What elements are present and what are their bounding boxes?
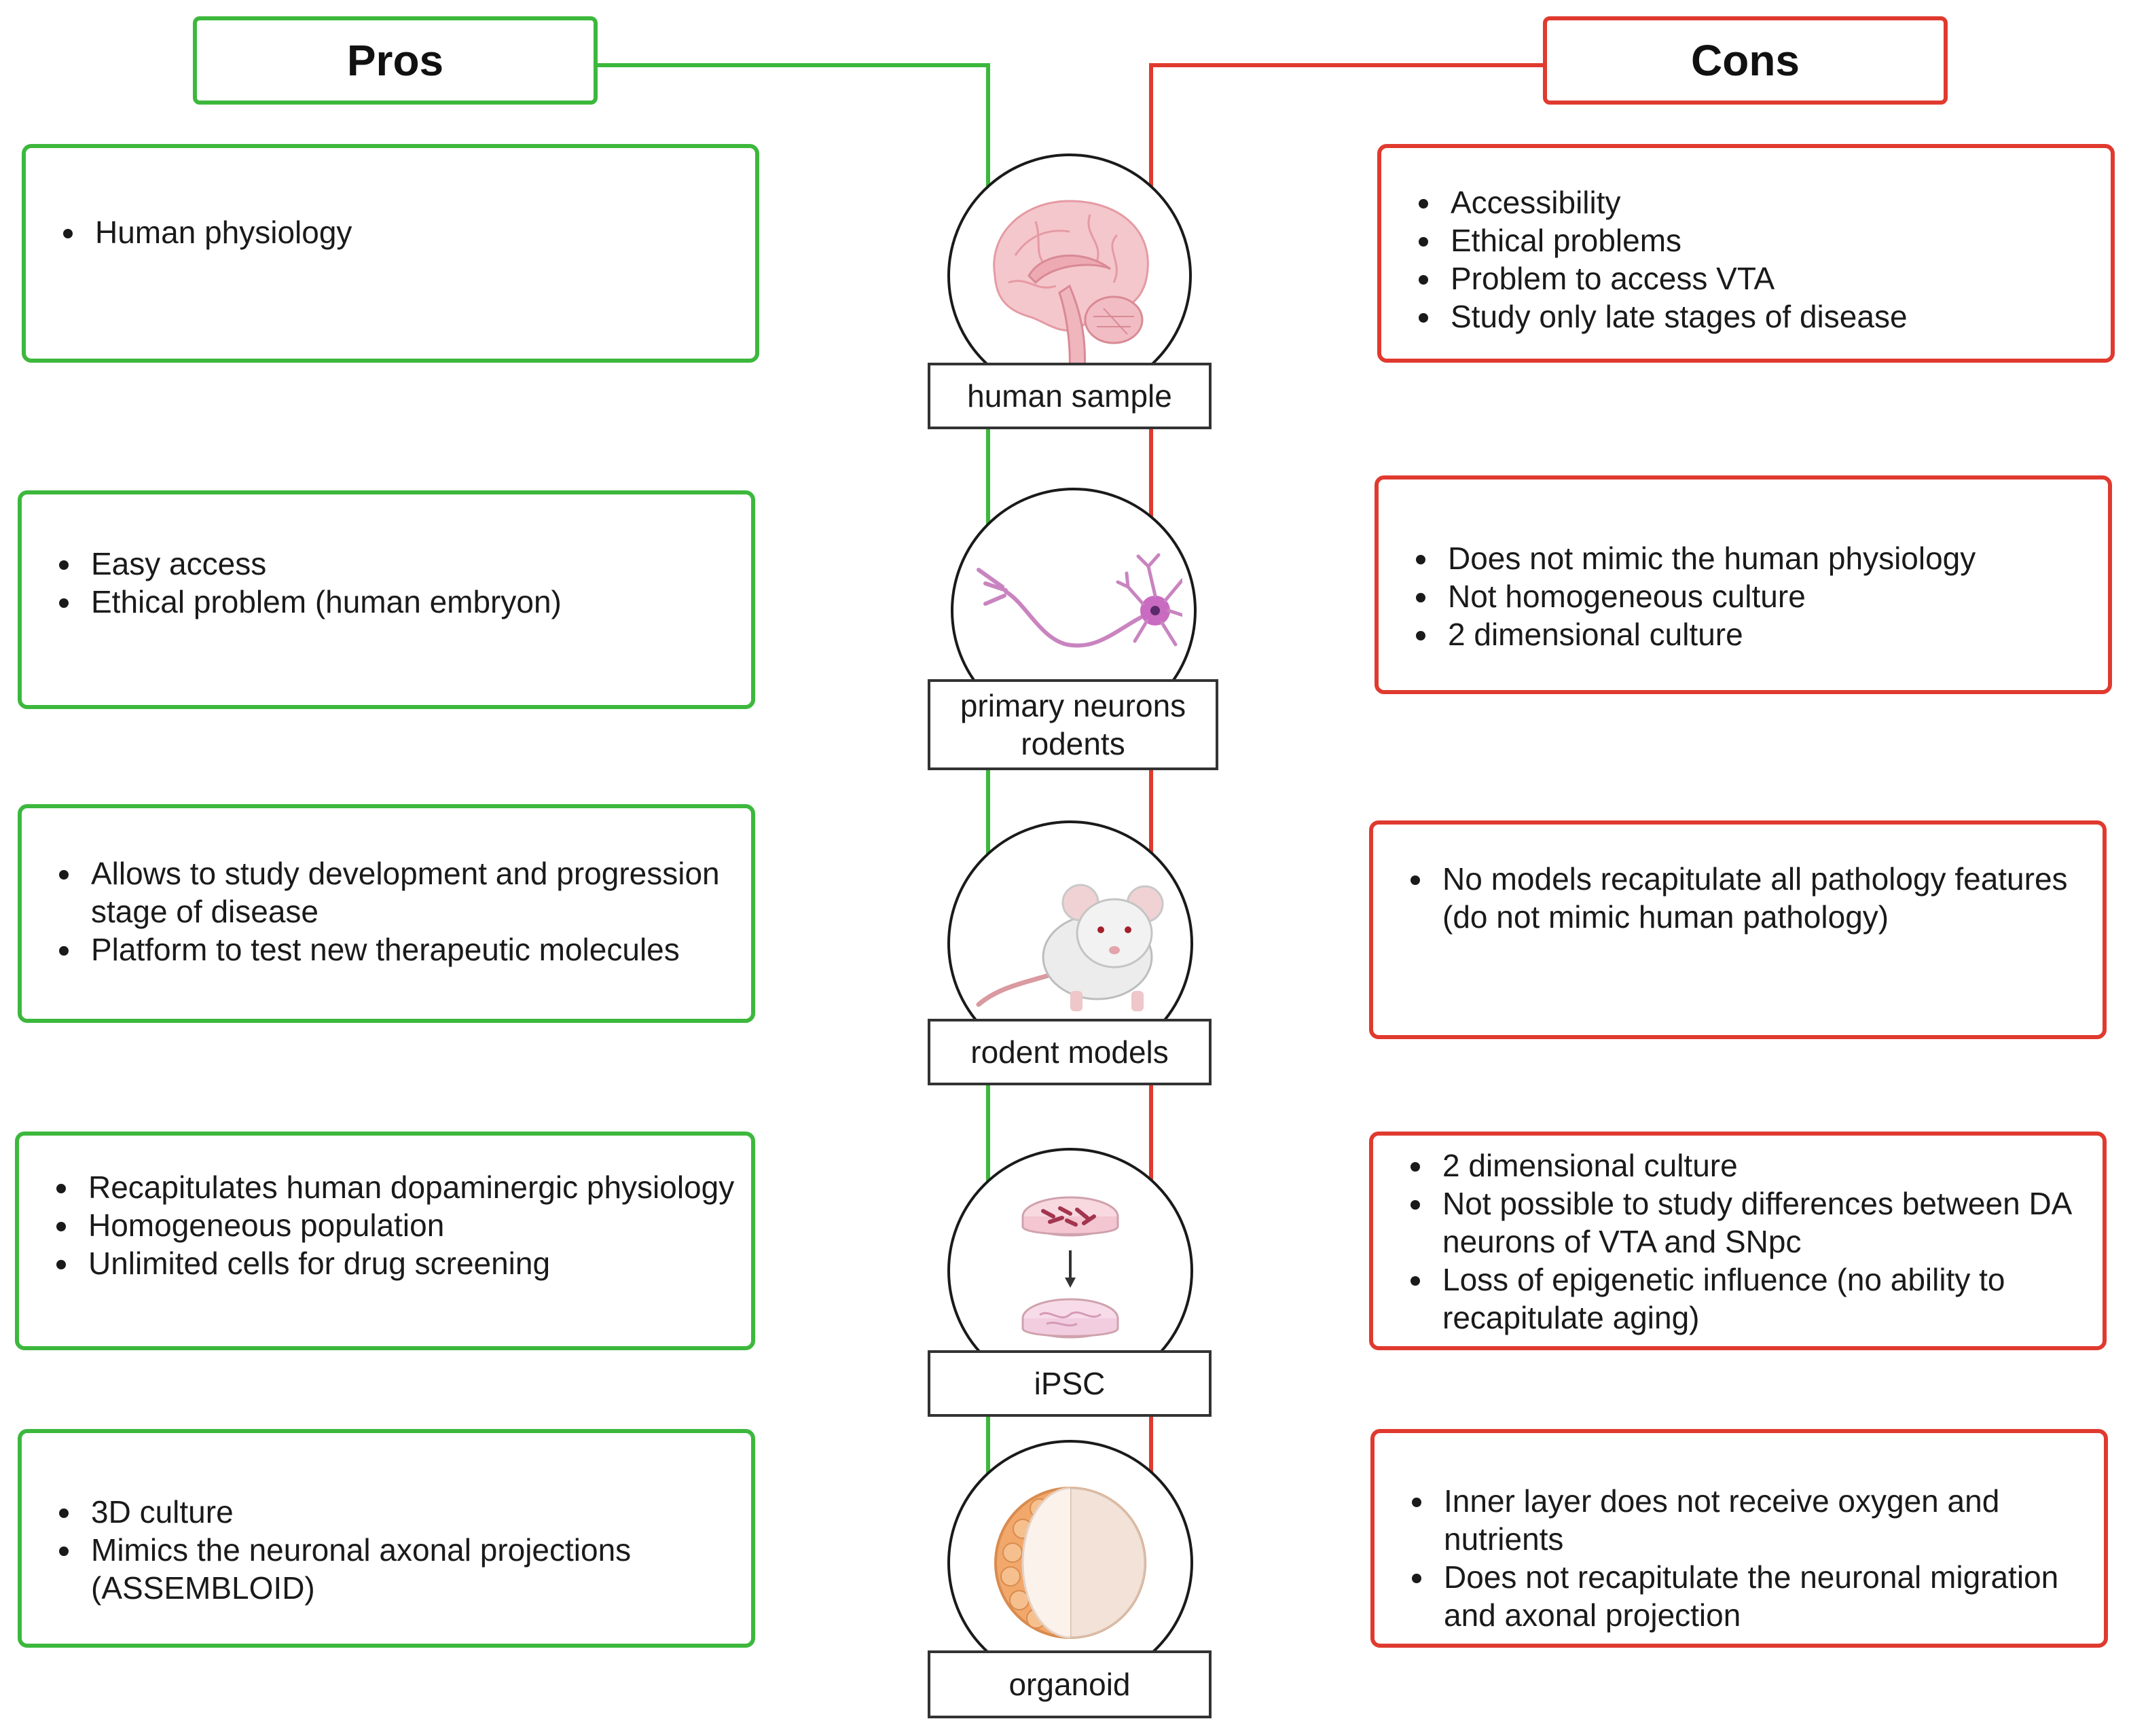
cons-list-ipsc: 2 dimensional culture Not possible to st… <box>1373 1146 2103 1337</box>
pros-header-label: Pros <box>346 36 444 85</box>
cons-item: No models recapitulate all pathology fea… <box>1434 860 2103 936</box>
pros-list-rodent-models: Allows to study development and progress… <box>22 854 751 969</box>
pros-header: Pros <box>193 16 598 105</box>
pros-list-human-sample: Human physiology <box>26 213 755 251</box>
cons-item: Ethical problems <box>1442 221 2111 259</box>
pros-item: Unlimited cells for drug screening <box>80 1244 751 1282</box>
cons-list-rodent-models: No models recapitulate all pathology fea… <box>1373 860 2103 936</box>
model-label-primary-neurons: primary neurons rodents <box>928 679 1218 770</box>
pros-list-organoid: 3D culture Mimics the neuronal axonal pr… <box>22 1493 751 1607</box>
cons-card-organoid: Inner layer does not receive oxygen and … <box>1370 1429 2108 1648</box>
brain-icon <box>993 200 1149 372</box>
model-label-rodent-models: rodent models <box>928 1019 1212 1085</box>
cons-card-human-sample: Accessibility Ethical problems Problem t… <box>1377 144 2115 363</box>
cons-card-ipsc: 2 dimensional culture Not possible to st… <box>1369 1132 2107 1350</box>
cons-header-label: Cons <box>1691 36 1800 85</box>
cons-card-rodent-models: No models recapitulate all pathology fea… <box>1369 820 2107 1039</box>
organoid-icon <box>994 1487 1146 1639</box>
pros-card-human-sample: Human physiology <box>22 144 759 363</box>
model-label-organoid: organoid <box>928 1650 1212 1718</box>
cons-item: Not possible to study differences betwee… <box>1434 1185 2103 1261</box>
cons-list-human-sample: Accessibility Ethical problems Problem t… <box>1381 183 2111 336</box>
human-sample-illustration <box>947 153 1192 398</box>
neuron-icon <box>977 553 1182 648</box>
cons-item: Does not mimic the human physiology <box>1440 539 2108 577</box>
pros-item: Easy access <box>83 545 751 583</box>
cons-list-primary-neurons: Does not mimic the human physiology Not … <box>1379 539 2108 653</box>
mouse-icon <box>976 884 1164 1011</box>
cons-item: Study only late stages of disease <box>1442 297 2111 336</box>
model-label-human-sample: human sample <box>928 363 1212 429</box>
pros-card-primary-neurons: Easy access Ethical problem (human embry… <box>18 490 755 709</box>
organoid-illustration <box>947 1440 1193 1686</box>
cons-item: Accessibility <box>1442 183 2111 221</box>
pros-item: Ethical problem (human embryon) <box>83 583 751 621</box>
cons-list-organoid: Inner layer does not receive oxygen and … <box>1375 1482 2104 1634</box>
pros-card-organoid: 3D culture Mimics the neuronal axonal pr… <box>18 1429 755 1648</box>
cons-item: Inner layer does not receive oxygen and … <box>1436 1482 2104 1558</box>
cons-header: Cons <box>1543 16 1948 105</box>
cons-item: Loss of epigenetic influence (no ability… <box>1434 1261 2103 1337</box>
pros-list-ipsc: Recapitulates human dopaminergic physiol… <box>19 1168 751 1282</box>
pros-list-primary-neurons: Easy access Ethical problem (human embry… <box>22 545 751 621</box>
pros-item: 3D culture <box>83 1493 751 1531</box>
pros-item: Homogeneous population <box>80 1206 751 1244</box>
pros-item: Mimics the neuronal axonal projections (… <box>83 1531 751 1607</box>
pros-card-rodent-models: Allows to study development and progress… <box>18 804 755 1023</box>
cons-item: Not homogeneous culture <box>1440 577 2108 615</box>
pros-item: Platform to test new therapeutic molecul… <box>83 930 751 969</box>
cons-item: 2 dimensional culture <box>1434 1146 2103 1185</box>
pros-card-ipsc: Recapitulates human dopaminergic physiol… <box>15 1132 755 1350</box>
petri-dish-icon <box>1021 1196 1119 1339</box>
pros-item: Recapitulates human dopaminergic physiol… <box>80 1168 751 1206</box>
pros-item: Allows to study development and progress… <box>83 854 751 930</box>
cons-item: 2 dimensional culture <box>1440 615 2108 653</box>
model-label-ipsc: iPSC <box>928 1350 1212 1417</box>
cons-item: Does not recapitulate the neuronal migra… <box>1436 1558 2104 1634</box>
pros-item: Human physiology <box>87 213 755 251</box>
cons-card-primary-neurons: Does not mimic the human physiology Not … <box>1375 475 2112 694</box>
cons-item: Problem to access VTA <box>1442 259 2111 297</box>
